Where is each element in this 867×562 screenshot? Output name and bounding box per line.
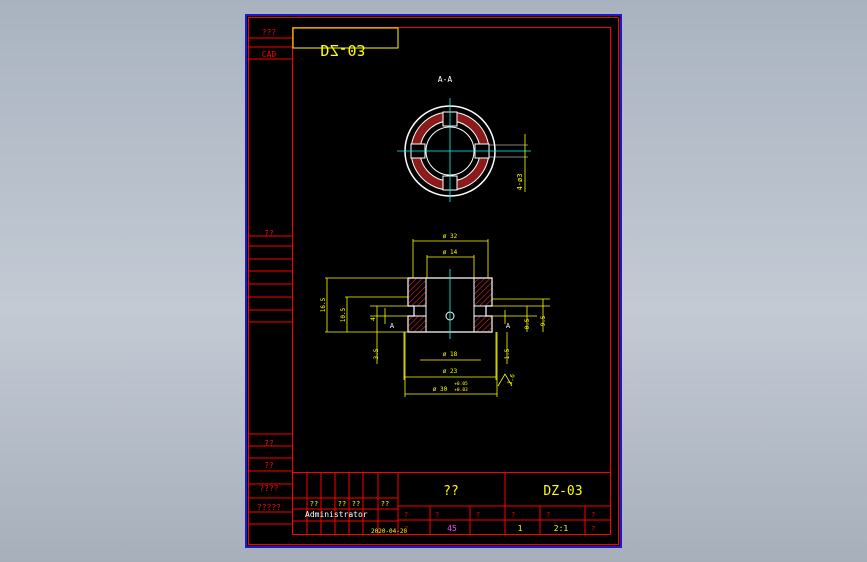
scale-value: 2:1 (554, 524, 569, 533)
dim-10-5: 10.5 (340, 307, 347, 322)
outer-border (248, 17, 619, 545)
dim-0-5: 0.5 (524, 318, 531, 329)
strip-label-cad: CAD (262, 50, 277, 59)
material-value: 45 (447, 524, 457, 533)
cell-q-3: ? (476, 511, 480, 519)
part-code: DZ-03 (543, 484, 582, 499)
strip-label-5: ?? (264, 461, 274, 470)
dim-phi-30-tol-top: +0.05 (454, 381, 468, 387)
viewport-frame (245, 14, 622, 548)
cell-q-4: ? (511, 511, 515, 519)
header-q1: ?? (310, 500, 318, 508)
title-block (292, 472, 611, 535)
finish-mark: 1.6 (506, 373, 516, 386)
dim-phi-18: ø 18 (443, 351, 458, 358)
left-strip (248, 37, 293, 525)
strip-label-1: ??? (262, 28, 277, 37)
cell-q-6: ? (591, 511, 595, 519)
strip-label-6: ???? (259, 484, 278, 493)
strip-label-7: ????? (257, 503, 281, 512)
view-label-left: A (390, 322, 395, 330)
dim-9-5: 9.5 (540, 315, 547, 326)
quantity-value: 1 (518, 524, 523, 533)
dim-phi-30: ø 30 (433, 386, 448, 393)
dim-phi-23: ø 23 (443, 368, 458, 375)
dim-phi-30-tol-bot: +0.03 (454, 387, 468, 393)
view-label-right: A (506, 322, 511, 330)
dim-3-5: 3.5 (373, 348, 380, 359)
holes-dim: 4-ø3 (516, 174, 524, 191)
cad-viewport[interactable]: ??? CAD ?? ?? ?? ???? ????? DZ-03 A-A 4-… (245, 14, 622, 548)
section-view (397, 98, 531, 202)
dim-1-5: 1.5 (504, 348, 511, 359)
header-q2: ?? (338, 500, 346, 508)
header-q3: ?? (352, 500, 360, 508)
section-label: A-A (438, 75, 453, 84)
strip-label-4: ?? (264, 439, 274, 448)
drawing-sheet: ??? CAD ?? ?? ?? ???? ????? DZ-03 A-A 4-… (245, 14, 622, 548)
cell-q-1: ? (404, 511, 408, 519)
code-stamp-text: DZ-03 (320, 41, 365, 59)
cell-q-8: ? (591, 525, 595, 533)
dim-4: 4 (370, 317, 377, 321)
author-name: Administrator (305, 510, 368, 519)
front-view (407, 269, 493, 339)
part-name: ?? (443, 484, 459, 499)
header-q4: ?? (381, 500, 389, 508)
cell-q-7: ? (404, 525, 408, 533)
code-stamp-box (292, 27, 399, 49)
strip-label-3: ?? (264, 229, 274, 238)
dim-phi-14: ø 14 (443, 249, 458, 256)
drawing-date: 2020-04-20 (371, 528, 408, 535)
dim-phi-32: ø 32 (443, 233, 458, 240)
cell-q-2: ? (435, 511, 439, 519)
dim-16-5: 16.5 (320, 297, 327, 312)
cell-q-5: ? (546, 511, 550, 519)
dimension-lines (325, 239, 550, 397)
